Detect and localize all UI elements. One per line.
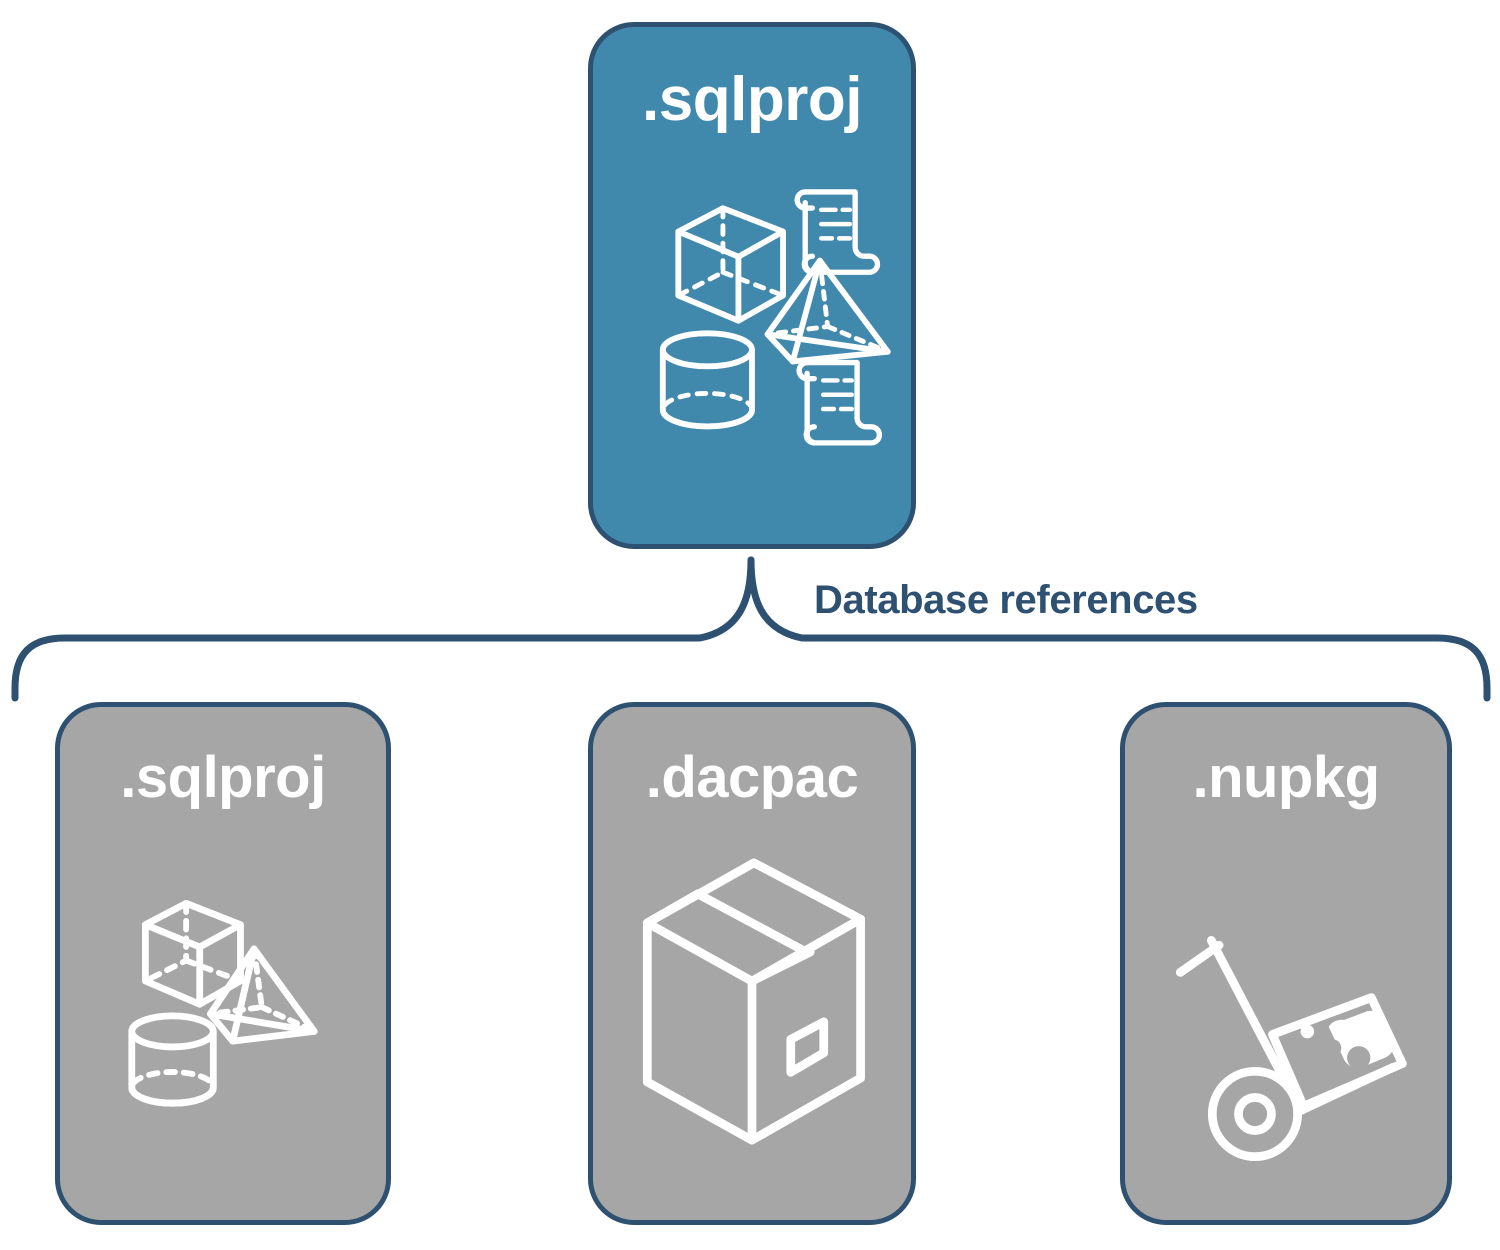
node-icon-group (60, 842, 386, 1182)
package-box-icon (642, 858, 865, 1145)
pyramid-icon (206, 945, 318, 1045)
node-title: .sqlproj (120, 745, 326, 810)
node-card-child-sqlproj[interactable]: .sqlproj (55, 702, 391, 1225)
node-card-root-sqlproj[interactable]: .sqlproj (588, 22, 916, 549)
node-title: .dacpac (645, 745, 859, 810)
cube-icon (141, 899, 244, 1008)
connector-label: Database references (814, 578, 1198, 622)
scroll-icon (796, 359, 882, 446)
cylinder-icon (128, 1012, 217, 1107)
node-icon-group (593, 822, 911, 1212)
node-icon-group (1125, 827, 1447, 1207)
node-icon-group (593, 167, 911, 457)
node-title: .nupkg (1192, 745, 1380, 810)
pyramid-icon (764, 257, 891, 365)
connector-bracket (0, 548, 1500, 708)
cube-icon (675, 205, 786, 324)
node-title: .sqlproj (642, 65, 862, 134)
node-card-child-nupkg[interactable]: .nupkg (1120, 702, 1452, 1225)
scroll-icon (794, 189, 881, 275)
cylinder-icon (659, 330, 755, 430)
node-card-child-dacpac[interactable]: .dacpac (588, 702, 916, 1225)
hand-truck-icon (1175, 936, 1407, 1162)
